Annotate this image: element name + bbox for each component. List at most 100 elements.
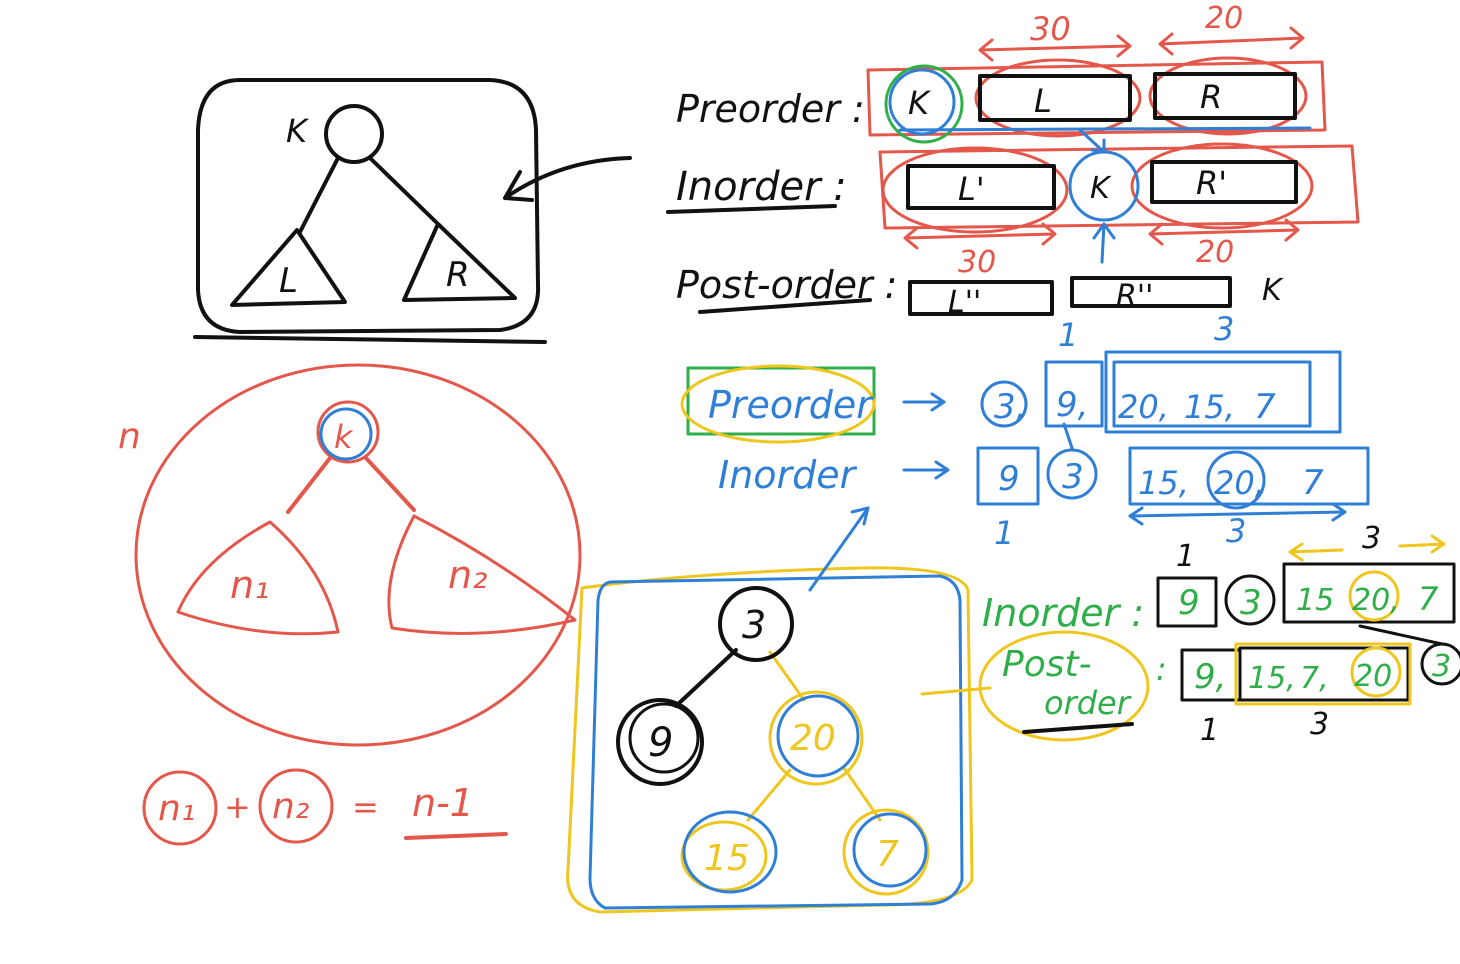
preorder-left-box xyxy=(978,74,1132,122)
edge-3-20 xyxy=(768,650,806,702)
node-7-blue-circle xyxy=(852,812,928,888)
node-15-yellow-circle xyxy=(680,820,768,892)
inorder-right-label: R' xyxy=(1196,164,1227,202)
preorder-label-yellow-ellipse xyxy=(680,364,876,444)
preorder-blue-underline xyxy=(898,126,1312,132)
count-one-bottom: 1 xyxy=(994,514,1014,552)
g-post-right-box xyxy=(1238,646,1410,702)
postorder-label-underline xyxy=(1022,722,1134,734)
inorder-left-label: L' xyxy=(958,170,985,208)
preorder-red-outline xyxy=(866,60,1327,137)
postorder-label-yellow-ellipse xyxy=(978,630,1150,742)
eq-right-n2: n₂ xyxy=(272,786,309,827)
pointer-arrow xyxy=(503,156,632,202)
in-right-span-arrow xyxy=(1128,502,1347,526)
count-tree-circle xyxy=(134,363,582,747)
in-root-val: 3 xyxy=(1062,457,1084,497)
pre-val-3: 15, xyxy=(1184,388,1235,426)
example-tree-blue-box xyxy=(588,574,964,910)
node-20-label: 20 xyxy=(790,718,836,759)
pre-val-2: 20, xyxy=(1118,388,1169,426)
inorder-left-box xyxy=(906,164,1056,210)
generic-root-node xyxy=(324,104,384,164)
node-count-diagram: n k n₁ n₂ n₁ + n₂ = n-1 xyxy=(118,363,582,846)
green-traversals: 1 3 Inorder : 9 3 15 20, 7 Post- order :… xyxy=(920,521,1460,748)
generic-inorder-label: Inorder : xyxy=(676,164,847,210)
node-9-inner-circle xyxy=(628,702,700,774)
node-9-circle xyxy=(616,698,704,786)
green-count-bottom-one: 1 xyxy=(1200,713,1219,748)
count-one-top: 1 xyxy=(1058,316,1078,354)
g-in-to-post-link xyxy=(1358,624,1444,646)
bottom-left-size: 30 xyxy=(958,245,996,280)
bottom-right-size-arrow xyxy=(1148,218,1300,246)
count-left-subtree xyxy=(176,520,340,636)
generic-traversals: Preorder : Inorder : Post-order : K L R … xyxy=(666,1,1360,320)
green-count-top-one: 1 xyxy=(1176,539,1195,574)
count-three-bottom: 3 xyxy=(1226,512,1246,550)
count-right-subtree xyxy=(387,514,577,635)
pre-val-1: 9, xyxy=(1056,385,1088,425)
inorder-left-red-ellipse xyxy=(881,146,1069,234)
count-root-blue-circle xyxy=(319,407,373,461)
in-right-val-0: 15, xyxy=(1138,464,1189,502)
preorder-root-k: K xyxy=(908,84,932,122)
preorder-left-label: L xyxy=(1034,82,1052,120)
g-post-right-val-2: 20 xyxy=(1354,659,1392,694)
node-3-label: 3 xyxy=(742,603,766,647)
count-three-top: 3 xyxy=(1214,310,1234,348)
postorder-root-k: K xyxy=(1262,273,1284,308)
g-in-20-circle xyxy=(1348,570,1400,622)
g-in-root-circle xyxy=(1224,574,1276,626)
eq-left-n1: n₁ xyxy=(158,788,195,829)
node-15-blue-circle xyxy=(682,810,778,894)
in-right-val-1: 20, xyxy=(1214,464,1265,502)
inorder-arrow xyxy=(902,460,950,480)
node-7-yellow-circle xyxy=(842,808,930,896)
generic-right-subtree xyxy=(402,222,517,302)
green-top-span-arrow xyxy=(1288,534,1446,562)
generic-right-label: R xyxy=(446,255,470,295)
eq-right-circle xyxy=(258,768,334,844)
preorder-root-green-circle xyxy=(884,64,964,144)
blue-traversals: 1 3 Preorder 3, 9, 20, 15, 7 Inorder 9 3… xyxy=(680,310,1370,552)
g-in-root-val: 3 xyxy=(1240,583,1262,623)
eq-equals: = xyxy=(352,788,379,826)
in-left-box xyxy=(976,446,1040,506)
generic-left-edge xyxy=(298,156,340,234)
count-left-label: n₁ xyxy=(230,563,269,607)
node-20-yellow-circle xyxy=(768,690,864,786)
g-post-right-yellow-box xyxy=(1234,642,1412,706)
pre-right-box xyxy=(1104,350,1342,434)
g-in-right-box xyxy=(1282,562,1456,624)
bottom-right-size: 20 xyxy=(1196,235,1234,270)
count-root-red-circle xyxy=(316,400,380,464)
example-tree-yellow-box xyxy=(566,566,974,914)
top-left-size-arrow xyxy=(978,34,1132,62)
postorder-left-label: L'' xyxy=(948,285,981,320)
g-in-left-box xyxy=(1156,576,1218,628)
postorder-right-label: R'' xyxy=(1116,279,1153,314)
preorder-right-box xyxy=(1153,72,1297,120)
inorder-right-box xyxy=(1150,160,1298,204)
pre-root-circle xyxy=(980,380,1028,428)
node-3-circle xyxy=(718,586,794,662)
generic-tree-box xyxy=(196,78,541,334)
bottom-left-size-arrow xyxy=(903,222,1057,250)
pre-val-0: 3, xyxy=(994,387,1026,427)
preorder-arrow xyxy=(902,392,946,412)
count-left-edge xyxy=(286,456,332,514)
inorder-root-k: K xyxy=(1090,171,1112,206)
green-inorder-label: Inorder : xyxy=(982,591,1144,635)
count-right-edge xyxy=(364,456,416,512)
g-post-root-val: 3 xyxy=(1432,649,1451,684)
pre-val-4: 7 xyxy=(1254,387,1276,427)
postorder-underline xyxy=(698,298,872,314)
generic-left-label: L xyxy=(279,261,298,301)
root-up-blue-arrow xyxy=(1092,222,1116,264)
blue-preorder-label: Preorder xyxy=(708,383,874,427)
g-post-20-circle xyxy=(1350,646,1402,698)
green-postorder-label-2: order xyxy=(1044,684,1132,722)
count-root-label: k xyxy=(334,418,354,456)
generic-right-edge xyxy=(368,156,438,224)
